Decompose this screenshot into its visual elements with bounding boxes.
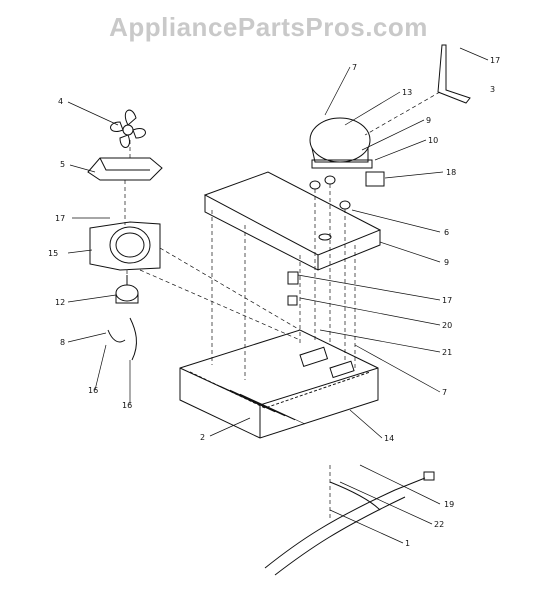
assembly-lines	[124, 91, 441, 520]
callout-17: 17	[55, 214, 65, 223]
fan-bracket	[87, 157, 163, 181]
callout-3: 3	[490, 85, 495, 94]
fan-blade	[110, 109, 146, 148]
callout-14: 14	[384, 434, 394, 443]
callout-20: 20	[442, 321, 452, 330]
callout-7b: 7	[442, 388, 447, 397]
callout-1: 1	[405, 539, 410, 548]
callout-8: 8	[60, 338, 65, 347]
compressor	[309, 117, 373, 169]
callout-2: 2	[200, 433, 205, 442]
callout-4: 4	[58, 97, 63, 106]
callout-12: 12	[55, 298, 65, 307]
callout-16b: 16	[122, 401, 132, 410]
callout-10: 9	[426, 116, 431, 125]
callout-11: 10	[428, 136, 438, 145]
callout-15: 15	[48, 249, 58, 258]
leader-lines	[67, 47, 489, 544]
drier-bracket	[437, 44, 471, 104]
machine-compartment-cover	[203, 171, 382, 271]
start-device	[287, 271, 299, 285]
capacitor	[287, 295, 298, 306]
callout-5: 5	[60, 160, 65, 169]
callout-21: 21	[442, 348, 452, 357]
watermark: AppliancePartsPros.com	[109, 12, 428, 42]
fan-wire-2	[129, 317, 137, 361]
callout-17c: 17	[490, 56, 500, 65]
callout-19: 19	[444, 500, 454, 509]
callout-22: 22	[434, 520, 444, 529]
callout-16: 16	[88, 386, 98, 395]
condenser-base	[179, 329, 379, 439]
callout-9: 9	[444, 258, 449, 267]
callout-7: 7	[352, 63, 357, 72]
callout-17b: 17	[442, 296, 452, 305]
overload-relay	[365, 171, 385, 187]
fan-motor-bracket	[89, 221, 161, 271]
fan-wire	[107, 329, 126, 343]
wire-harness	[264, 477, 426, 569]
callout-18: 18	[446, 168, 456, 177]
callout-6: 6	[444, 228, 449, 237]
callout-13: 13	[402, 88, 412, 97]
